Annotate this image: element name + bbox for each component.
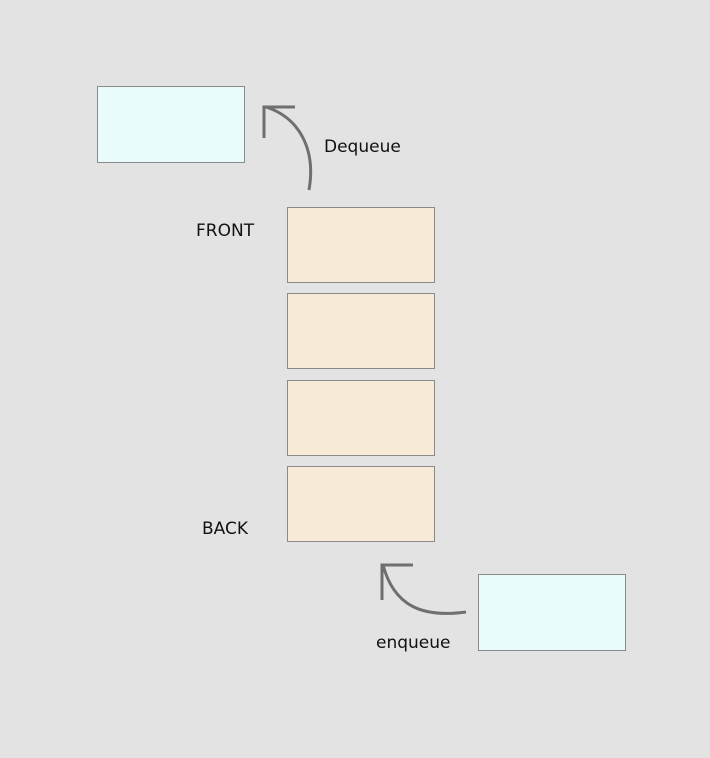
enqueue-arrow xyxy=(381,564,467,615)
enqueue-label: enqueue xyxy=(376,633,451,653)
back-label: BACK xyxy=(202,519,249,539)
queue-slot xyxy=(287,293,435,369)
dequeue-arrow xyxy=(265,105,313,191)
dequeued-item-box xyxy=(97,86,245,163)
front-label: FRONT xyxy=(196,221,255,241)
dequeue-label: Dequeue xyxy=(324,137,401,157)
queue-slot-back xyxy=(287,466,435,542)
dequeue-arrowhead xyxy=(262,105,295,138)
queue-slot xyxy=(287,380,435,456)
enqueue-arrowhead xyxy=(380,563,413,600)
queue-slot-front xyxy=(287,207,435,283)
enqueued-item-box xyxy=(478,574,626,651)
